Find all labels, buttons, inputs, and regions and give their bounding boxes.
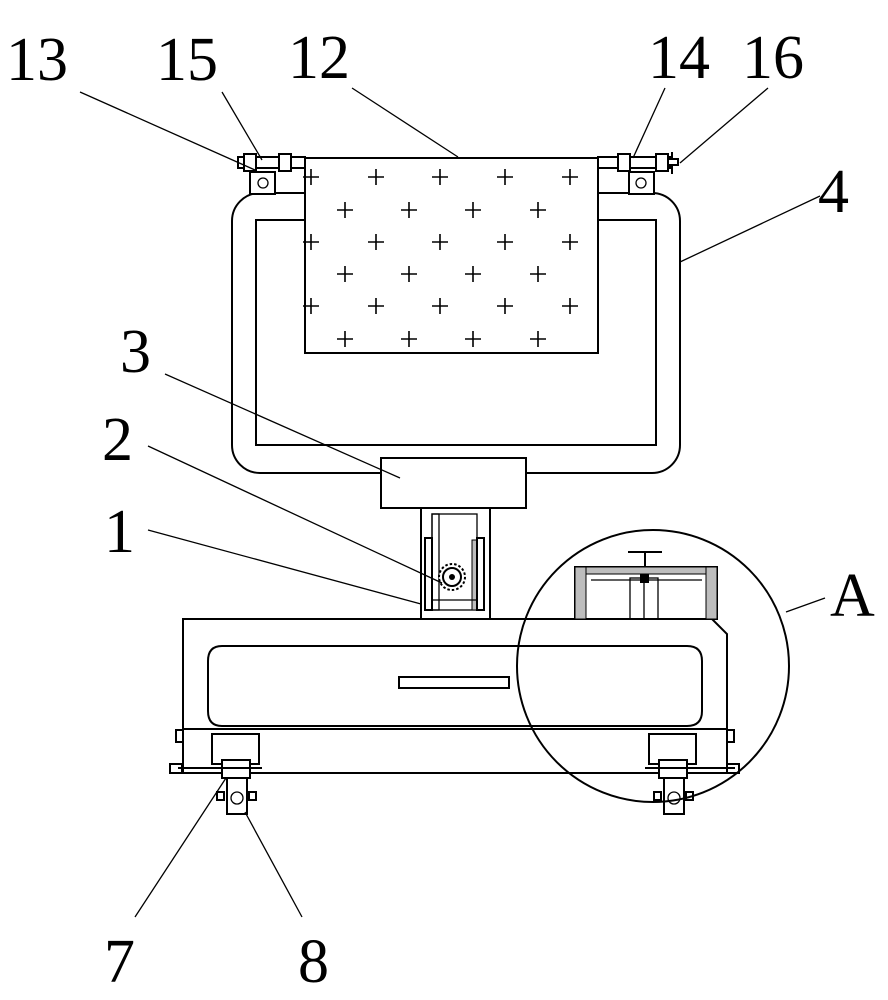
connector-block <box>380 457 527 509</box>
label-13: 13 <box>6 26 68 94</box>
gear-icon <box>438 563 466 591</box>
plus-mark <box>530 331 546 347</box>
plus-mark <box>337 202 353 218</box>
plus-mark <box>337 266 353 282</box>
plus-mark <box>432 298 448 314</box>
label-12: 12 <box>288 24 350 92</box>
plus-mark <box>497 169 513 185</box>
label-16: 16 <box>742 24 804 92</box>
plus-mark <box>497 234 513 250</box>
plus-mark <box>465 266 481 282</box>
plus-mark <box>530 266 546 282</box>
plus-mark <box>497 298 513 314</box>
label-4: 4 <box>818 158 849 226</box>
plus-mark <box>562 169 578 185</box>
drawer-handle <box>398 676 510 689</box>
panel-plus-pattern <box>303 169 578 347</box>
reference-labels: 13 15 12 14 16 4 3 2 1 A 7 8 <box>6 24 875 996</box>
base-cabinet <box>182 618 728 774</box>
plus-mark <box>465 331 481 347</box>
sheet-panel <box>303 157 599 354</box>
plus-mark <box>303 298 319 314</box>
label-1: 1 <box>104 498 135 566</box>
label-8: 8 <box>298 928 329 996</box>
left-hinge-assembly <box>237 153 306 195</box>
plus-mark <box>401 331 417 347</box>
label-15: 15 <box>156 26 218 94</box>
plus-mark <box>401 202 417 218</box>
plus-mark <box>562 234 578 250</box>
detail-a-box <box>574 551 718 620</box>
label-7: 7 <box>104 928 135 996</box>
left-caster-assembly <box>169 729 262 815</box>
plus-mark <box>465 202 481 218</box>
plus-mark <box>337 331 353 347</box>
plus-mark <box>530 202 546 218</box>
plus-mark <box>401 266 417 282</box>
plus-mark <box>562 298 578 314</box>
plus-mark <box>303 169 319 185</box>
plus-mark <box>432 234 448 250</box>
plus-mark <box>303 234 319 250</box>
label-14: 14 <box>648 24 710 92</box>
detail-a-circle <box>516 529 790 803</box>
label-a: A <box>830 562 875 630</box>
plus-mark <box>368 234 384 250</box>
plus-mark <box>432 169 448 185</box>
plus-mark <box>368 169 384 185</box>
right-hinge-assembly <box>597 152 679 195</box>
plus-mark <box>368 298 384 314</box>
label-3: 3 <box>120 318 151 386</box>
label-2: 2 <box>102 406 133 474</box>
leader-lines <box>79 87 826 918</box>
